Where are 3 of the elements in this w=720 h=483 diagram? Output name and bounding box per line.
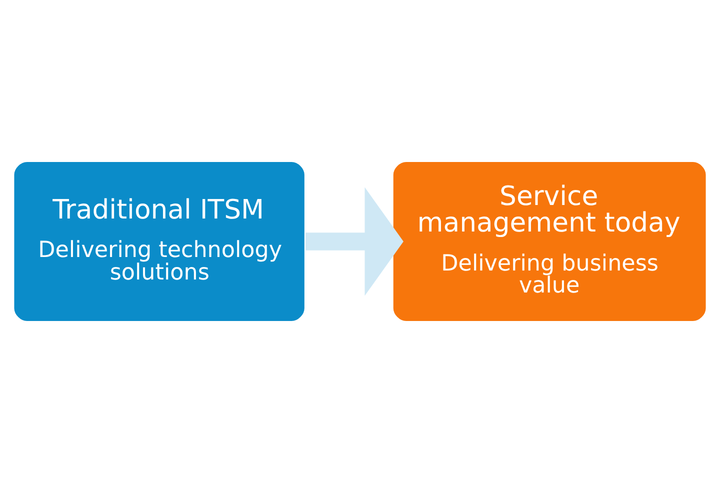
node-box: Service management today Delivering business value: [392, 160, 707, 322]
node-box: Traditional ITSM Delivering technology solutions: [13, 160, 306, 322]
arrow: [305, 187, 404, 296]
